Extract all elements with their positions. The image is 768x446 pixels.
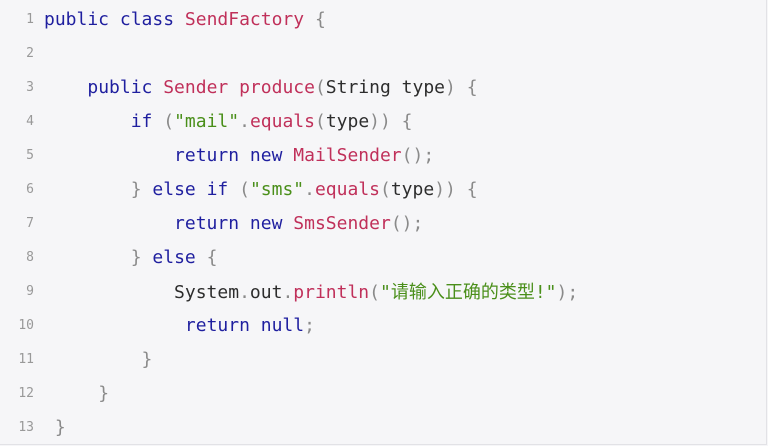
code-line: 11 } — [0, 342, 152, 376]
code-token: else if — [152, 178, 240, 200]
code-token: ; — [304, 314, 315, 336]
code-token: } — [98, 382, 110, 404]
line-number: 8 — [26, 249, 34, 265]
code-token: return null — [184, 314, 305, 336]
code-token: public class — [44, 8, 185, 30]
code-text: } — [44, 417, 66, 438]
code-text: public Sender produce(String type) { — [44, 76, 478, 98]
code-token: type — [325, 110, 370, 132]
code-token: return new — [174, 144, 294, 166]
code-token: "sms" — [249, 178, 305, 200]
code-token: SmsSender — [293, 212, 391, 234]
code-token: type — [390, 178, 435, 200]
code-token: } — [130, 246, 153, 268]
code-line: 10 return null; — [0, 308, 315, 342]
code-token: . — [239, 282, 250, 303]
code-text: } else { — [44, 246, 218, 268]
code-token: Sender — [163, 76, 229, 98]
code-token: produce — [239, 76, 315, 98]
line-number: 6 — [26, 181, 34, 197]
code-token: MailSender — [293, 144, 402, 166]
code-token: else — [152, 246, 196, 268]
code-token — [228, 77, 239, 98]
code-text: return new SmsSender(); — [44, 213, 423, 234]
code-token: ( — [239, 178, 250, 200]
line-number: 11 — [18, 351, 34, 367]
code-line: 3 public Sender produce(String type) { — [0, 70, 478, 104]
code-token: ) { — [445, 76, 478, 98]
code-token: equals — [314, 178, 380, 200]
code-token: ( — [314, 76, 326, 98]
code-token: { — [304, 8, 326, 30]
code-token: if — [130, 110, 164, 132]
code-token: String type — [325, 76, 446, 98]
code-token: (); — [401, 144, 435, 166]
code-text: System.out.println("请输入正确的类型!"); — [44, 278, 578, 304]
code-token: out — [249, 282, 283, 303]
code-token: . — [282, 282, 294, 303]
code-text: } — [44, 383, 109, 404]
code-text: public class SendFactory { — [44, 9, 326, 30]
line-number: 13 — [18, 419, 34, 435]
code-token: public — [87, 76, 164, 98]
code-token: { — [195, 246, 218, 268]
code-line: 12 } — [0, 376, 109, 410]
code-token: (); — [390, 212, 424, 234]
line-number: 5 — [26, 147, 34, 163]
code-token: } — [141, 348, 153, 370]
line-number: 1 — [26, 11, 34, 27]
code-token: println — [293, 282, 370, 303]
code-token: )) { — [434, 178, 478, 200]
line-number: 10 — [18, 317, 34, 333]
code-token: ( — [380, 178, 391, 200]
code-line: 5 return new MailSender(); — [0, 138, 434, 172]
code-token: . — [239, 110, 250, 132]
code-token: System — [174, 282, 240, 303]
code-line: 1 public class SendFactory { — [0, 2, 326, 36]
code-token: SendFactory — [184, 8, 305, 30]
code-text: } — [44, 348, 153, 370]
code-line: 2 — [0, 36, 44, 70]
code-line: 4 if ("mail".equals(type)) { — [0, 104, 413, 138]
code-token: return new — [174, 212, 294, 234]
line-number: 9 — [26, 283, 34, 299]
code-text: return new MailSender(); — [44, 145, 434, 166]
code-token: equals — [249, 110, 315, 132]
code-token: ( — [163, 110, 175, 132]
code-token: ( — [369, 282, 380, 303]
code-text: } else if ("sms".equals(type)) { — [44, 179, 478, 200]
code-token: } — [54, 416, 66, 438]
code-line: 7 return new SmsSender(); — [0, 206, 423, 240]
code-text: if ("mail".equals(type)) { — [44, 111, 413, 132]
code-line: 6 } else if ("sms".equals(type)) { — [0, 172, 478, 206]
line-number: 4 — [26, 113, 34, 129]
code-line: 13 } — [0, 410, 66, 444]
code-line: 9 System.out.println("请输入正确的类型!"); — [0, 274, 578, 308]
line-number: 12 — [18, 385, 34, 401]
code-token: )) { — [369, 110, 413, 132]
code-token: ); — [556, 282, 579, 303]
code-token: ( — [314, 110, 326, 132]
code-line: 8 } else { — [0, 240, 217, 274]
code-token: } — [130, 178, 153, 200]
code-token: "请输入正确的类型!" — [379, 282, 557, 303]
line-number: 2 — [26, 45, 34, 61]
line-number: 3 — [26, 79, 34, 95]
code-text: return null; — [44, 315, 315, 336]
code-token: "mail" — [174, 110, 240, 132]
line-number: 7 — [26, 215, 34, 231]
code-token: . — [304, 178, 315, 200]
